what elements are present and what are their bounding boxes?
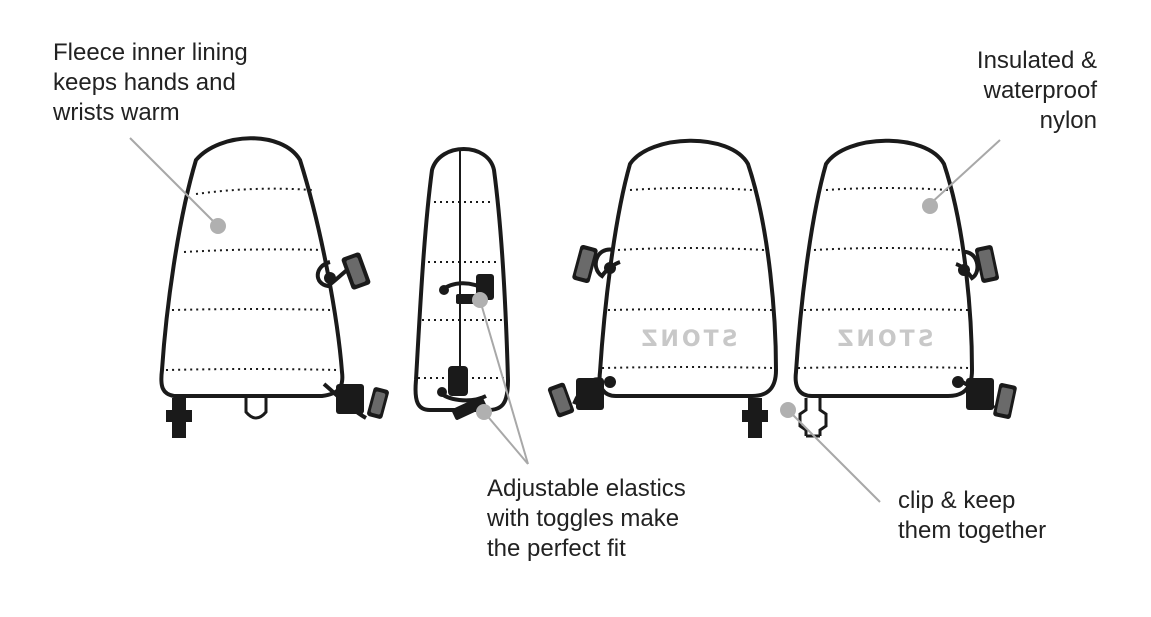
label-clip-together: clip & keep them together [898,486,1046,546]
stonz-logo: STONZ [835,327,934,352]
toggle-elastic-upper [315,252,371,290]
dot-fleece [210,218,226,234]
mitt-outline [597,138,779,398]
dot-elastics-lower [476,404,492,420]
mitt-back-view-left: STONZ [547,138,779,438]
toggle-elastic-upper [572,244,621,284]
toggle-elastic-lower [437,366,487,420]
mitt-inner-view [159,136,389,438]
label-line: clip & keep [898,487,1016,514]
buckle-clip [166,398,192,438]
quilt-stitching [601,187,775,369]
label-line: nylon [1039,107,1097,134]
label-line: them together [898,517,1047,544]
label-line: Adjustable elastics [487,475,686,502]
buckle-clip [742,398,768,438]
toggle-elastic-lower [547,376,616,418]
leader-line-clip [787,409,881,503]
toggle-elastic-lower [322,382,389,420]
label-line: Fleece inner lining [53,39,248,66]
mitt-outline [793,138,975,398]
label-fleece-lining: Fleece inner lining keeps hands and wris… [53,38,248,128]
label-line: waterproof [983,77,1097,104]
label-line: wrists warm [53,99,180,126]
leader-line-insulated [929,139,1001,205]
leader-line-elastics-upper [479,299,529,465]
label-line: with toggles make [487,505,680,532]
mitt-outline [159,136,345,398]
label-insulated-nylon: Insulated & waterproof nylon [977,46,1097,136]
leader-line-fleece [129,137,217,225]
quilt-stitching [165,187,339,371]
label-line: the perfect fit [487,535,626,562]
stonz-logo: STONZ [639,327,738,352]
label-line: Insulated & [976,47,1097,74]
callout-leaders [129,137,1001,503]
buckle-clip [798,398,828,438]
mitt-outline [413,147,511,412]
callout-dots [210,198,938,420]
mitt-side-view [413,147,511,420]
mitt-back-view-right: STONZ [793,138,1017,438]
label-adjustable-elastics: Adjustable elastics with toggles make th… [487,474,686,564]
dot-insulated [922,198,938,214]
toggle-elastic-upper [955,245,999,283]
leader-line-elastics-lower [483,411,529,465]
label-line: keeps hands and [53,69,236,96]
dot-clip [780,402,796,418]
quilt-stitching [797,187,971,369]
hanging-loop [244,398,268,420]
toggle-elastic-lower [952,376,1017,419]
dot-elastics-upper [472,292,488,308]
